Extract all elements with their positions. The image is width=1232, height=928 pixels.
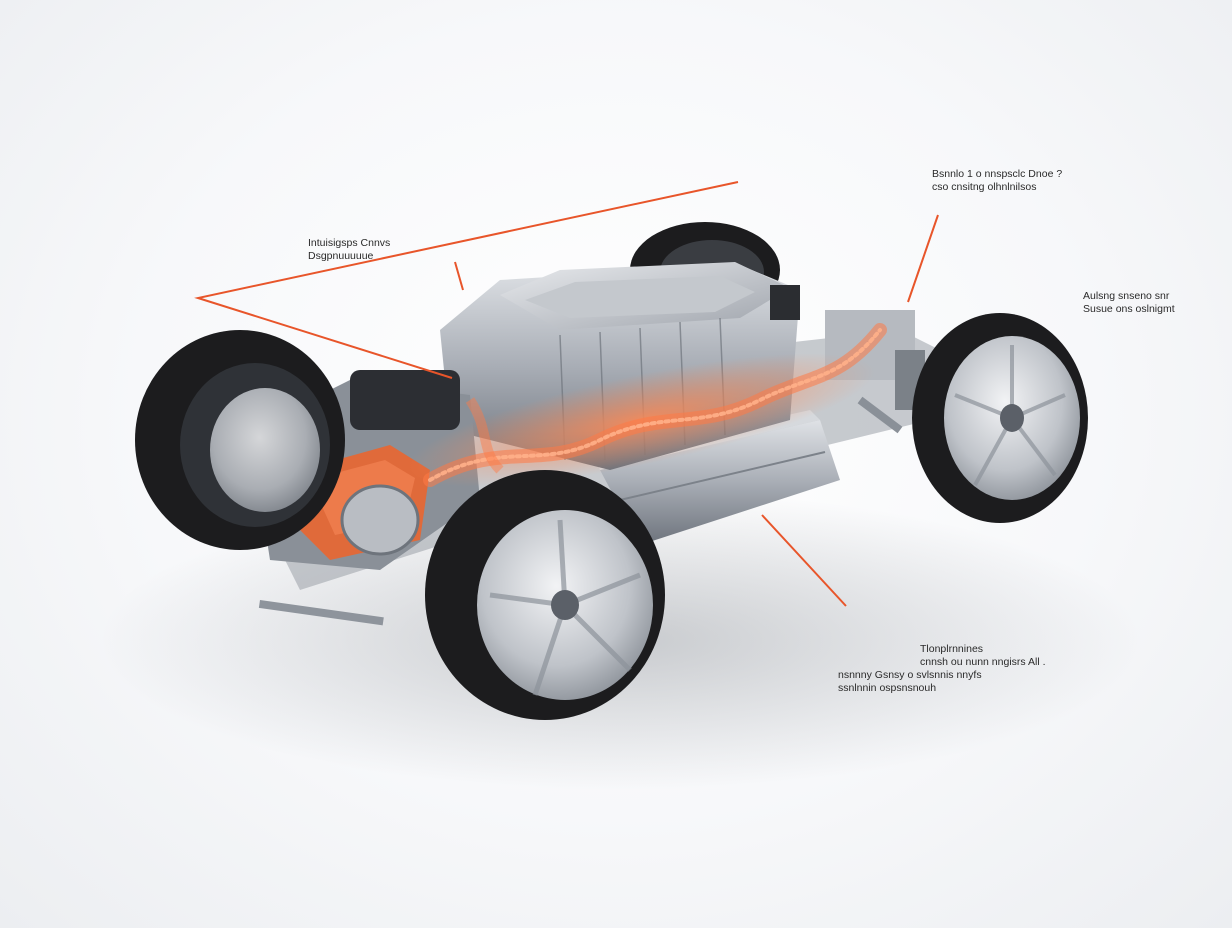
callout-right-line1: Aulsng snseno snr [1083,290,1170,302]
front-right-wheel [425,470,665,720]
callout-bottom-line2: cnnsh ou nunn nngisrs All . [920,656,1046,668]
callout-bottom: Tlonplrnnines cnnsh ou nunn nngisrs All … [838,643,1046,695]
callout-bottom-line4: ssnlnnin ospsnsnouh [838,682,937,694]
callout-right-line2: Susue ons oslnigmt [1083,303,1175,315]
callout-left-line1: Intuisigsps Cnnvs [308,237,391,249]
callout-lines [194,181,939,607]
bottom-callout-line [761,514,847,607]
callout-left-line2: Dsgpnuuuuue [308,250,374,262]
callout-bottom-line1: Tlonplrnnines [920,643,984,655]
callout-top-right-line1: Bsnnlo 1 o nnspsclc Dnoe ? [932,168,1063,180]
left-callout-tick [454,261,464,291]
front-left-wheel [135,330,345,550]
callout-left: Intuisigsps Cnnvs Dsgpnuuuuue [308,237,390,263]
callout-top-right-line2: cso cnsitng olhnlnilsos [932,181,1037,193]
callout-bottom-line3: nsnnny Gsnsy o svlsnnis nnyfs [838,669,982,681]
left-callout-line [194,181,739,379]
rear-right-wheel [912,313,1088,523]
top-right-callout-line [907,214,939,303]
energy-flow [405,323,887,487]
callout-top-right: Bsnnlo 1 o nnspsclc Dnoe ? cso cnsitng o… [932,168,1062,194]
callout-right: Aulsng snseno snr Susue ons oslnigmt [1083,290,1175,316]
